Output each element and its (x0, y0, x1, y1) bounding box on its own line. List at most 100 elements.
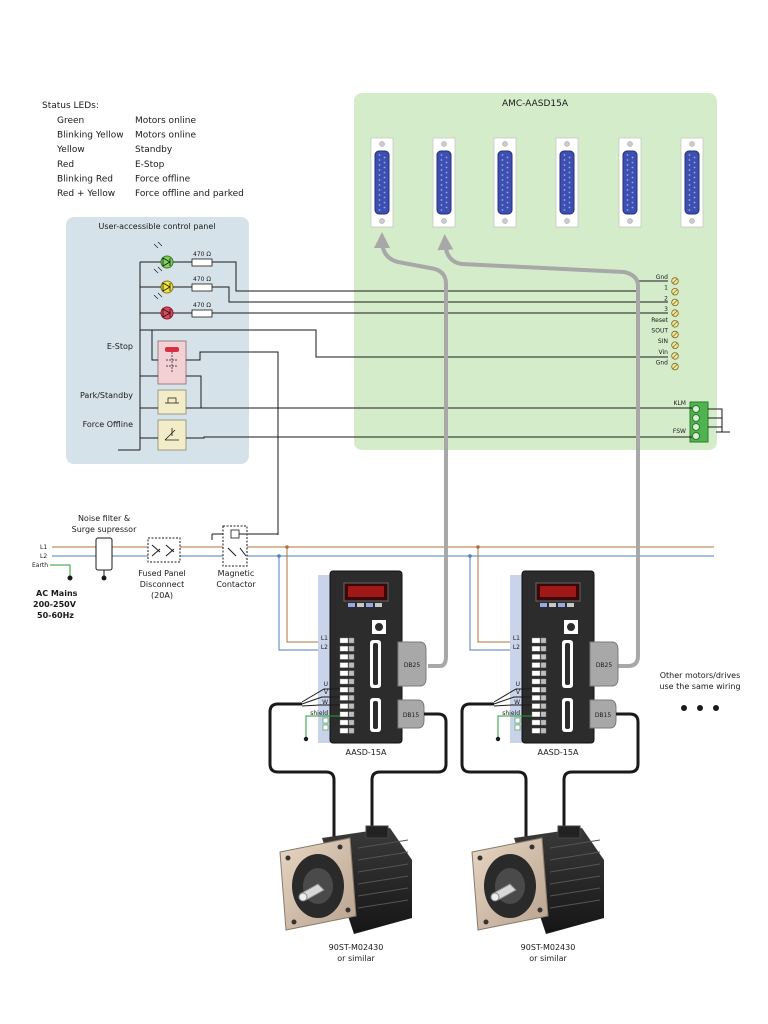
drive-key-button[interactable] (375, 603, 382, 607)
led-state-label: Standby (135, 145, 173, 155)
drive-terminal (531, 678, 541, 685)
drive-terminal (531, 703, 541, 709)
drive-terminal-label: L2 (321, 644, 328, 651)
ellipsis-dot (681, 705, 687, 711)
control-panel-box (66, 217, 249, 464)
terminal-label: 1 (664, 285, 668, 292)
led-color-label: Blinking Red (57, 174, 113, 184)
drive-terminal (339, 687, 349, 693)
l1-label: L1 (40, 544, 47, 551)
status-leds-title: Status LEDs: (42, 101, 99, 111)
drive-terminal-label: W (322, 699, 328, 706)
drive-terminal (339, 728, 349, 734)
led-color-label: Yellow (56, 145, 85, 155)
drive-key-button[interactable] (549, 603, 556, 607)
ac-voltage-label: 200-250V (33, 600, 77, 609)
estop-switch[interactable] (157, 340, 187, 385)
led-color-label: Red + Yellow (57, 189, 115, 199)
force-offline-switch[interactable] (157, 419, 187, 451)
led-state-label: Motors online (135, 131, 196, 141)
drive-terminal (339, 654, 349, 660)
servo-motor-1: 90ST-M02430 or similar (279, 825, 412, 963)
db25-connector (555, 137, 579, 228)
noise-filter (95, 537, 113, 571)
drive-terminal (531, 687, 541, 693)
drive-terminal (339, 637, 349, 644)
motor-model-label: 90ST-M02430 (521, 943, 576, 952)
fused-label-2: Disconnect (140, 580, 184, 589)
control-panel-title: User-accessible control panel (98, 222, 215, 231)
mains-wiring: L1 L2 Earth AC Mains 200-250V 50-60Hz No… (32, 514, 714, 651)
encoder-cable (562, 712, 640, 838)
ellipsis-dot (697, 705, 703, 711)
l2-label: L2 (40, 553, 47, 560)
motor-model-label: 90ST-M02430 (329, 943, 384, 952)
drive-terminal-label: U (324, 681, 328, 688)
drive-key-button[interactable] (567, 603, 574, 607)
db15-port-label: DB15 (595, 712, 612, 719)
other-drives-note: Other motors/drives use the same wiring (659, 671, 741, 711)
drive-terminal (531, 695, 541, 701)
drive-terminal (339, 695, 349, 701)
db25-port-label: DB25 (596, 662, 613, 669)
terminal-label: SIN (658, 338, 668, 345)
db25-plug: DB25 (397, 641, 427, 687)
db25-plug: DB25 (589, 641, 619, 687)
park-standby-switch[interactable] (157, 389, 187, 415)
fused-label-3: (20A) (151, 591, 173, 600)
drive-terminal-label: L2 (513, 644, 520, 651)
ellipsis-dot (713, 705, 719, 711)
db25-connector (370, 137, 394, 228)
drive-key-button[interactable] (357, 603, 364, 607)
controller-panel (354, 93, 717, 450)
terminal-label: Gnd (656, 360, 668, 367)
fused-disconnect (147, 537, 181, 563)
drive-terminal-label: shield (310, 710, 328, 717)
park-standby-label: Park/Standby (80, 391, 133, 400)
drive-terminal-label: V (324, 689, 329, 696)
drive-terminal-label: L1 (513, 635, 520, 642)
drive-terminal-label: U (516, 681, 520, 688)
motor-similar-label: or similar (337, 954, 375, 963)
drive-side (510, 575, 522, 743)
drive-key-button[interactable] (366, 603, 373, 607)
earth-wire (50, 564, 71, 576)
terminal-label: 2 (664, 295, 668, 302)
encoder-cable (370, 712, 448, 838)
resistor-1-label: 470 Ω (193, 251, 211, 258)
db25-port-label: DB25 (404, 662, 421, 669)
drive-key-button[interactable] (348, 603, 355, 607)
terminal-label: 3 (664, 306, 668, 313)
drive-key-button[interactable] (558, 603, 565, 607)
drive-terminal (531, 719, 541, 726)
drive-side (318, 575, 330, 743)
db25-connector (432, 137, 456, 228)
terminal-label: Reset (651, 317, 668, 324)
ac-frequency-label: 50-60Hz (37, 611, 74, 620)
drive-display-digits (348, 586, 384, 597)
drive-terminal (339, 678, 349, 685)
db25-connector (680, 137, 704, 228)
drive-terminal (531, 662, 541, 668)
motor-connector (557, 825, 581, 839)
drive-name-label: AASD-15A (346, 748, 387, 757)
contactor-label-1: Magnetic (218, 569, 255, 578)
drive-terminal-label: W (514, 699, 520, 706)
led-color-label: Red (57, 160, 74, 170)
other-note-2: use the same wiring (659, 682, 740, 691)
motor-connector (365, 825, 389, 839)
led-color-label: Blinking Yellow (57, 131, 124, 141)
controller-title: AMC-AASD15A (502, 99, 569, 109)
drive-key-button[interactable] (540, 603, 547, 607)
terminal-label: Gnd (656, 274, 668, 281)
drive-display-digits (540, 586, 576, 597)
drive-terminal-label: L1 (321, 635, 328, 642)
drive-terminal (339, 703, 349, 709)
estop-label: E-Stop (107, 342, 133, 351)
drive-terminal (531, 711, 541, 717)
drive-terminal-label: V (516, 689, 521, 696)
db25-connector (493, 137, 517, 228)
